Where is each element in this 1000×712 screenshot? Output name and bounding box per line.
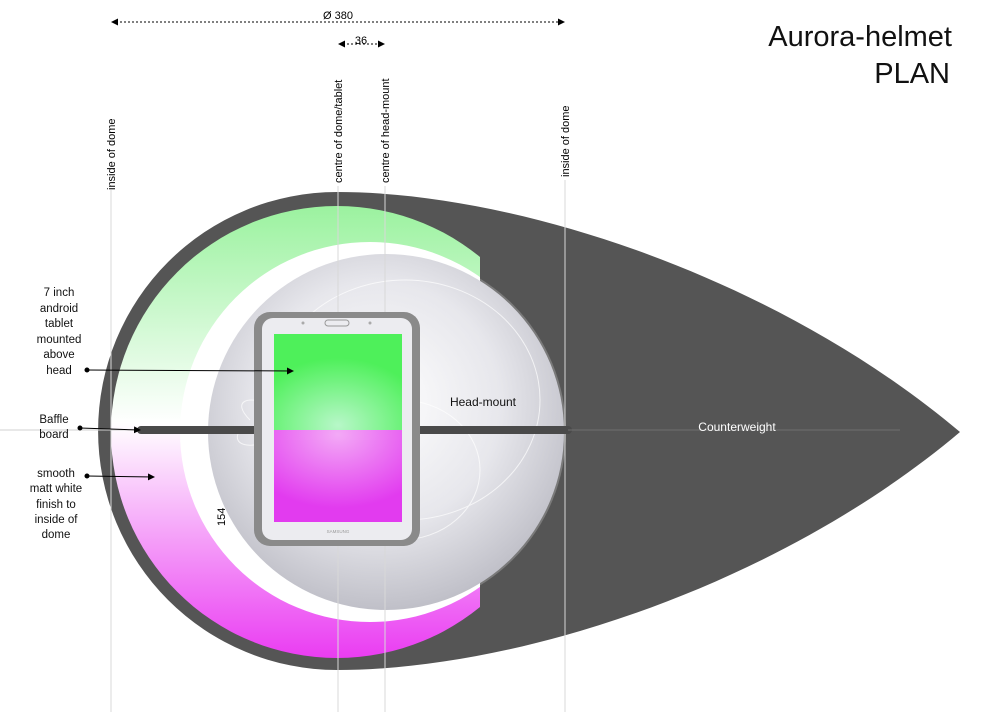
leader-finish [86, 473, 155, 481]
tablet-screen-magenta [274, 430, 402, 522]
label-finish-line2: matt white [30, 483, 82, 495]
dimension-radius-label: 154 [216, 508, 228, 526]
guide-label-centre-dome-tablet: centre of dome/tablet [333, 80, 345, 183]
title-line1: Aurora-helmet [768, 21, 952, 53]
label-finish-line5: dome [42, 529, 71, 541]
label-finish-line4: inside of [35, 514, 79, 526]
tablet-brand: SAMSUNG [327, 529, 350, 534]
label-tablet-line1: 7 inch [44, 287, 75, 299]
dimension-offset-label: 36 [355, 35, 367, 47]
guide-label-inside-dome-right: inside of dome [560, 105, 572, 177]
dimension-diameter-label: Ø 380 [323, 10, 353, 22]
leader-baffle [79, 426, 141, 434]
label-tablet-line2: android [40, 303, 78, 315]
label-finish-line3: finish to [36, 499, 76, 511]
label-baffle-line1: Baffle [39, 414, 68, 426]
title-line2: PLAN [874, 58, 950, 90]
label-tablet-line5: above [43, 349, 74, 361]
android-tablet: SAMSUNG [254, 312, 420, 546]
label-counterweight: Counterweight [698, 420, 776, 434]
guide-label-centre-head-mount: centre of head-mount [380, 78, 392, 183]
label-tablet-line4: mounted [37, 334, 82, 346]
leader-tablet [86, 367, 294, 375]
label-finish-line1: smooth [37, 468, 75, 480]
label-tablet-line3: tablet [45, 318, 74, 330]
label-tablet-line6: head [46, 365, 72, 377]
label-baffle-line2: board [39, 429, 68, 441]
guide-label-inside-dome-left: inside of dome [106, 118, 118, 190]
tablet-screen-green [274, 334, 402, 430]
label-head-mount: Head-mount [450, 395, 517, 409]
